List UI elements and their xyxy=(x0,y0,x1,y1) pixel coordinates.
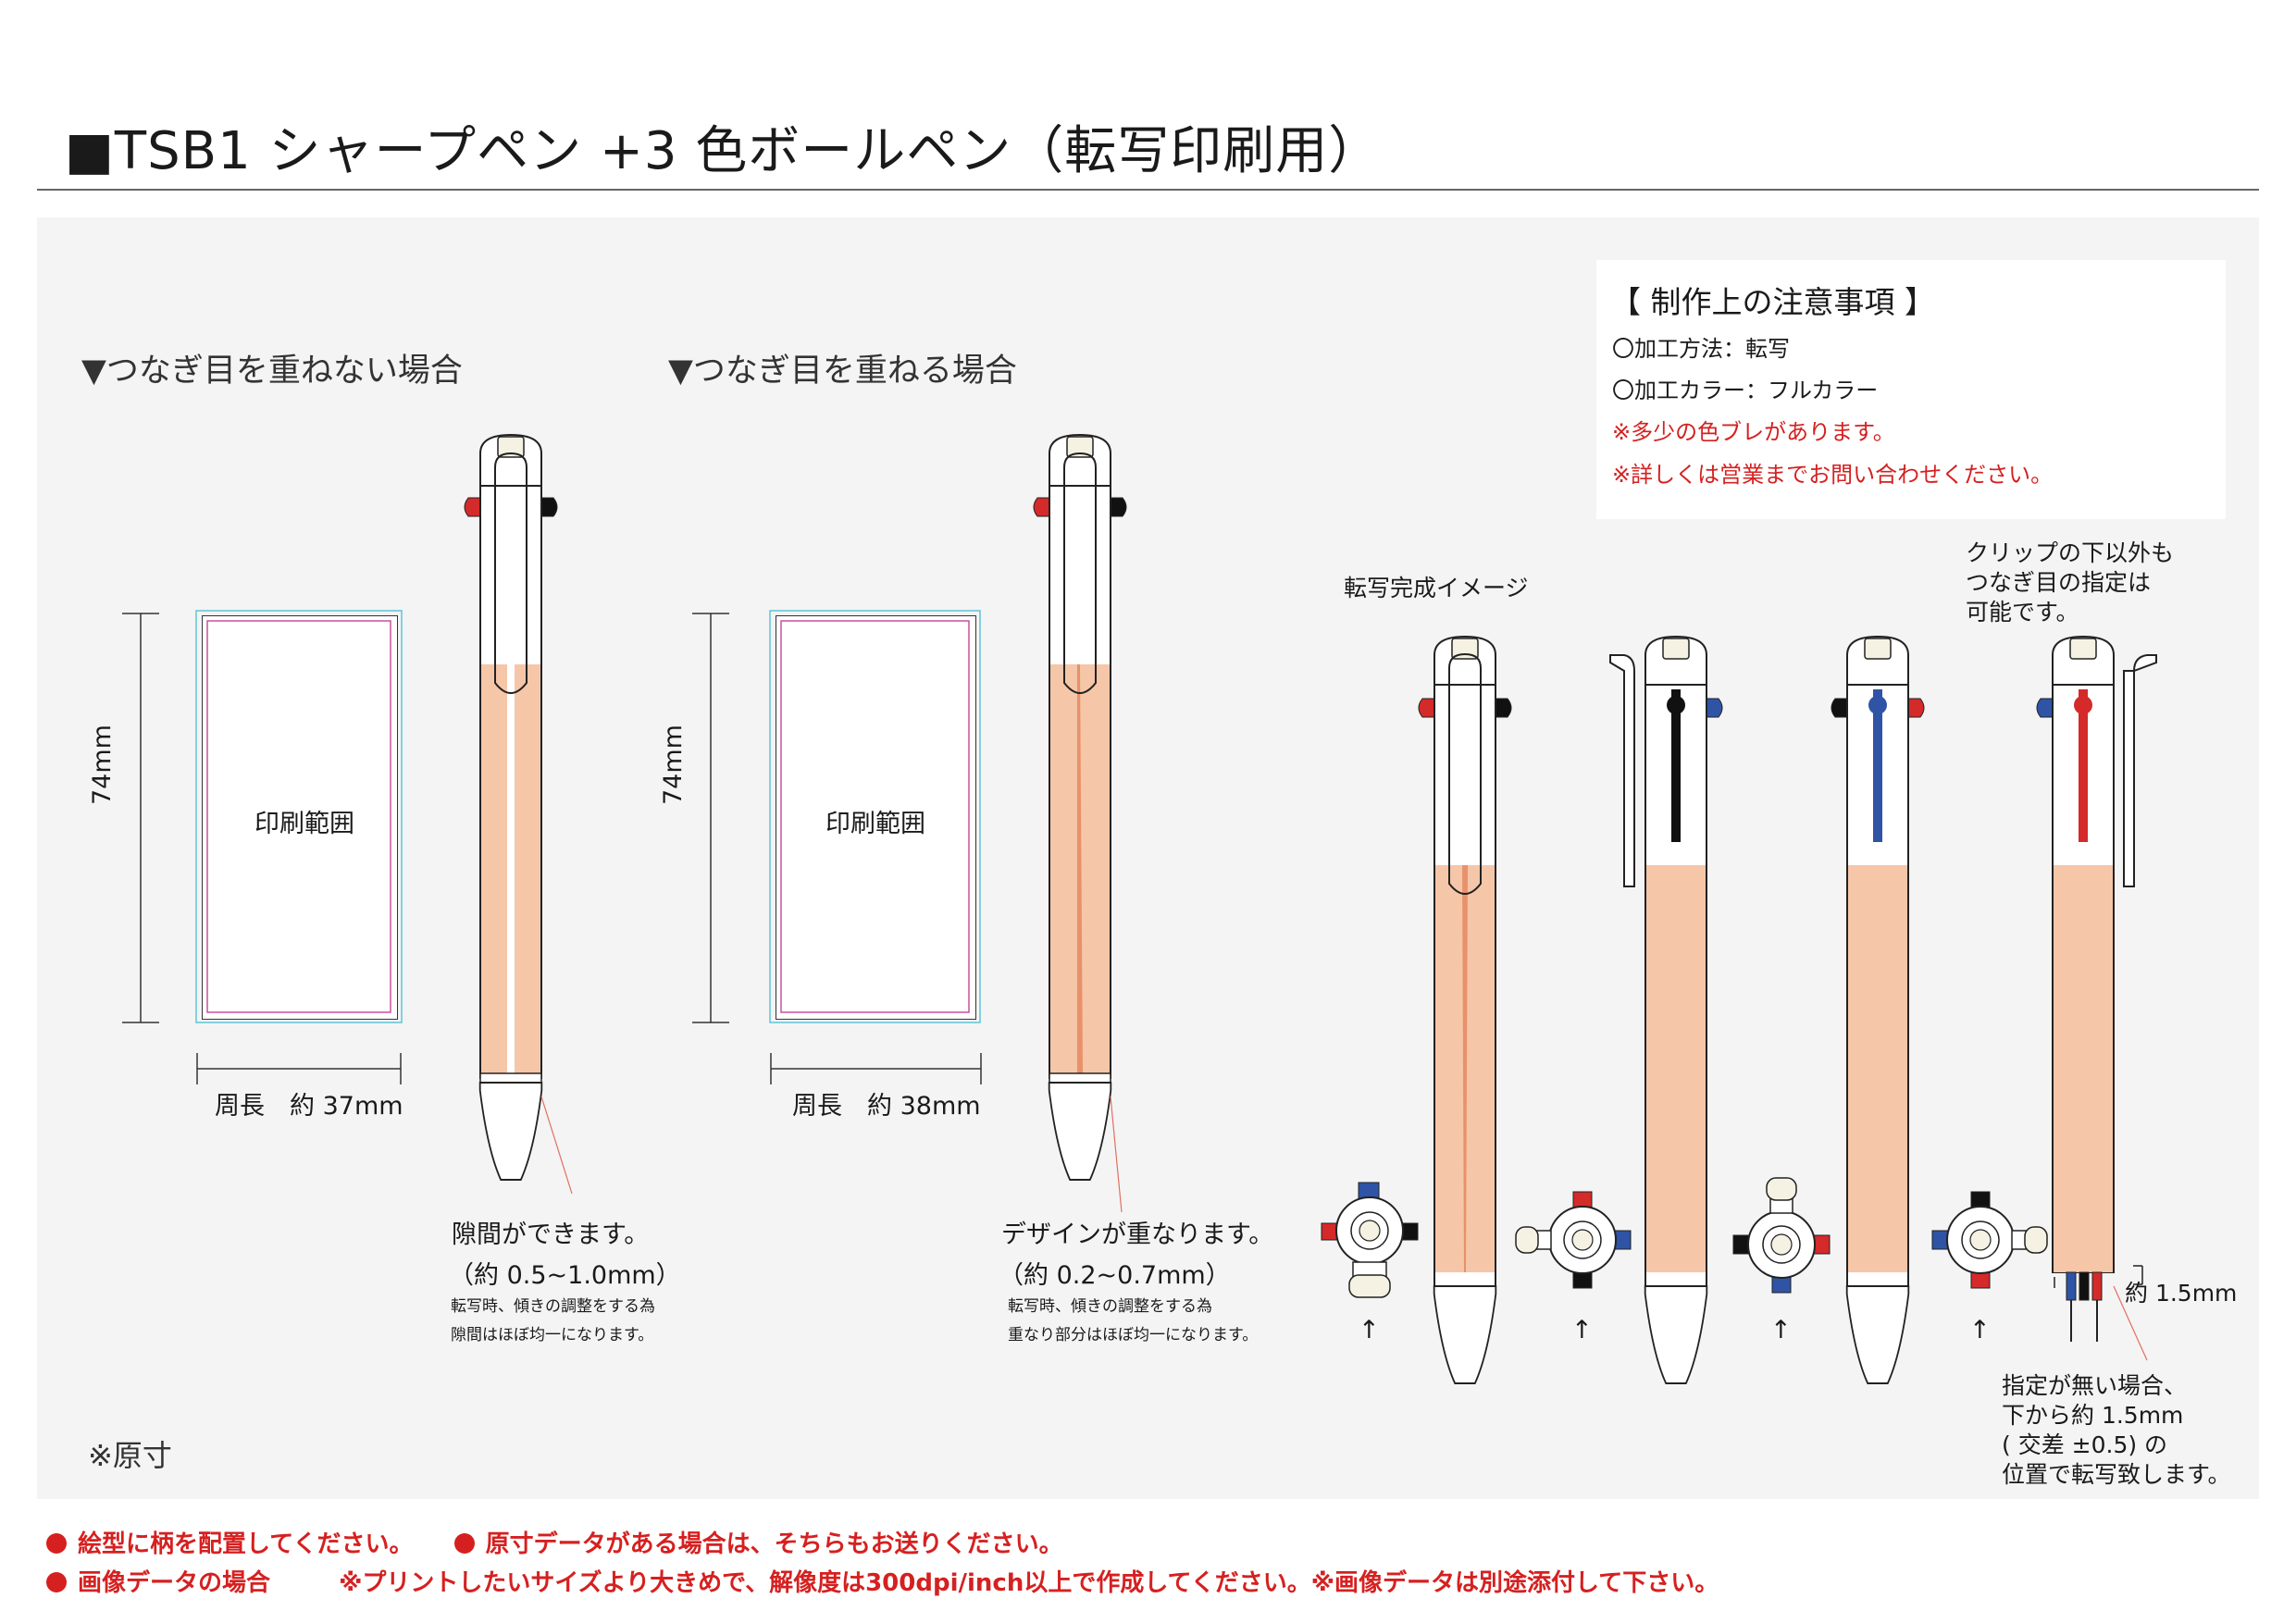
notes-warning-contact: ※詳しくは営業までお問い合わせください。 xyxy=(1612,462,2054,488)
bullet-icon xyxy=(46,1572,67,1592)
gap-note2-no-overlap: 隙間はほぼ均一になります。 xyxy=(451,1326,654,1344)
actual-size-note: ※原寸 xyxy=(88,1438,172,1473)
page-title: ■TSB1 シャープペン +3 色ボールペン（転写印刷用） xyxy=(65,121,1382,181)
default-note-line1: 指定が無い場合、 xyxy=(2002,1372,2188,1399)
footer-send-original: 原寸データがある場合は、そちらもお送りください。 xyxy=(485,1530,1063,1558)
default-note-line3: ( 交差 ±0.5) の xyxy=(2002,1431,2168,1458)
footer-resolution-note: ※プリントしたいサイズより大きめで、解像度は300dpi/inch以上で作成して… xyxy=(339,1569,1719,1597)
heading-overlap: ▼つなぎ目を重ねる場合 xyxy=(668,353,1017,390)
bullet-icon xyxy=(46,1533,67,1554)
height-label-no-overlap: 74mm xyxy=(88,725,117,805)
gap-title-overlap: デザインが重なります。 xyxy=(1001,1220,1274,1249)
gap-note2-overlap: 重なり部分はほぼ均一になります。 xyxy=(1008,1326,1259,1344)
notes-warning-color: ※多少の色ブレがあります。 xyxy=(1612,419,1895,445)
bullet-icon xyxy=(453,1533,475,1554)
notes-method: 〇加工方法：転写 xyxy=(1612,336,1790,362)
title-divider xyxy=(37,189,2259,191)
production-notes-box xyxy=(1596,260,2226,519)
print-area-no-overlap xyxy=(202,615,398,1020)
arrow-up-icon: ↑ xyxy=(1969,1316,1991,1344)
notes-color: 〇加工カラー：フルカラー xyxy=(1612,378,1879,403)
heading-no-overlap: ▼つなぎ目を重ねない場合 xyxy=(81,353,463,390)
default-note-line4: 位置で転写致します。 xyxy=(2002,1461,2231,1488)
gap-note1-overlap: 転写時、傾きの調整をする為 xyxy=(1008,1297,1212,1316)
gap-note1-no-overlap: 転写時、傾きの調整をする為 xyxy=(451,1297,655,1316)
clip-note-line3: 可能です。 xyxy=(1966,599,2079,626)
preview-label: 転写完成イメージ xyxy=(1344,575,1529,601)
default-note-line2: 下から約 1.5mm xyxy=(2002,1402,2184,1429)
height-label-overlap: 74mm xyxy=(659,725,688,805)
arrow-up-icon: ↑ xyxy=(1359,1316,1380,1344)
notes-heading: 【 制作上の注意事項 】 xyxy=(1610,284,1935,320)
footer-line2: 画像データの場合 ※プリントしたいサイズより大きめで、解像度は300dpi/in… xyxy=(46,1564,1719,1598)
clip-note-line2: つなぎ目の指定は xyxy=(1966,569,2152,596)
clip-note-line1: クリップの下以外も xyxy=(1966,539,2175,566)
arrow-up-icon: ↑ xyxy=(1770,1316,1792,1344)
dimension-label: 約 1.5mm xyxy=(2125,1280,2238,1307)
gap-title-no-overlap: 隙間ができます。 xyxy=(452,1220,650,1249)
footer-line1: 絵型に柄を配置してください。 原寸データがある場合は、そちらもお送りください。 xyxy=(46,1525,1063,1559)
circumference-overlap: 周長 約 38mm xyxy=(792,1092,981,1121)
print-area-label-overlap: 印刷範囲 xyxy=(825,810,925,838)
circumference-no-overlap: 周長 約 37mm xyxy=(215,1092,403,1121)
print-area-overlap xyxy=(776,615,976,1020)
gap-value-no-overlap: （約 0.5~1.0mm） xyxy=(449,1261,681,1290)
gap-value-overlap: （約 0.2~0.7mm） xyxy=(999,1261,1231,1290)
footer-image-data: 画像データの場合 xyxy=(78,1569,271,1597)
print-area-label-no-overlap: 印刷範囲 xyxy=(254,810,354,838)
footer-place-pattern: 絵型に柄を配置してください。 xyxy=(78,1530,414,1558)
arrow-up-icon: ↑ xyxy=(1571,1316,1593,1344)
